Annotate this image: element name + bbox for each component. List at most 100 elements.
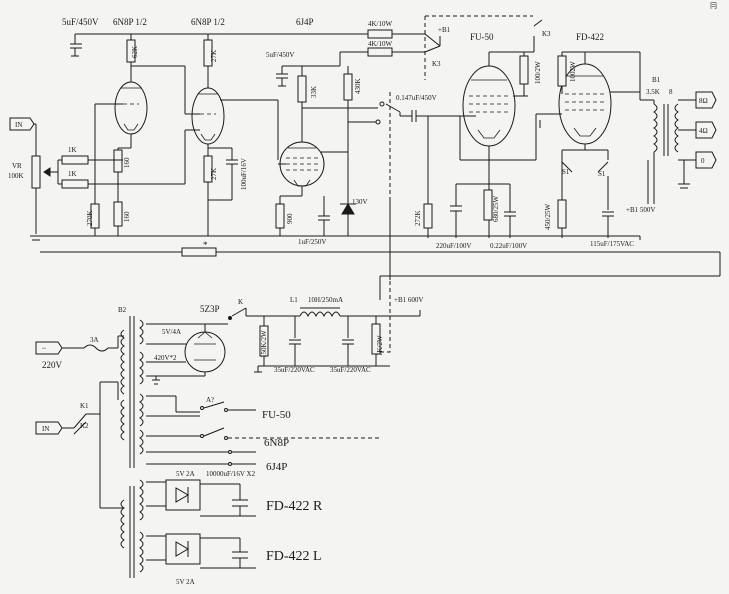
label-tap-8: 8 xyxy=(669,88,673,96)
output-transformer-b1 xyxy=(653,103,679,156)
page-mark: 冃 xyxy=(710,2,717,10)
label-vr: VR xyxy=(12,162,22,170)
speaker-tap-8-ohm xyxy=(695,91,717,109)
resistor-160-b xyxy=(113,201,123,227)
cap-35uf-b xyxy=(342,339,354,345)
label-c0147: 0.147uF/450V xyxy=(396,94,437,102)
label-tube-v2: 6N8P 1/2 xyxy=(191,17,225,27)
mains-connector xyxy=(35,341,63,355)
cap-1uf xyxy=(318,215,330,221)
label-3-5k: 3.5K xyxy=(646,88,660,96)
label-cap-5uf-b: 5uF/450V xyxy=(266,51,294,59)
label-c100uf: 100uF/16V xyxy=(240,158,248,190)
label-mains-v: 220V xyxy=(42,360,63,370)
label-r450: 450/25W xyxy=(544,204,552,230)
speaker-tap-4-ohm xyxy=(695,121,717,139)
cap-115uf xyxy=(602,211,614,217)
label-r100-2w-a: 100/2W xyxy=(534,61,542,84)
resistor-680 xyxy=(483,189,493,221)
cap-10000uf-r xyxy=(232,499,248,507)
cap-022uf xyxy=(504,211,516,217)
label-tap-0: 0 xyxy=(701,157,705,165)
label-r272k: 272K xyxy=(414,210,422,226)
resistor-star xyxy=(181,247,217,257)
power-transformer-b2 xyxy=(120,316,144,578)
label-r33k: 33K xyxy=(310,86,318,98)
label-tube-v5: FD-422 xyxy=(576,32,604,42)
label-k1: K1 xyxy=(80,402,89,410)
resistor-430k xyxy=(343,73,353,101)
cap-220uf xyxy=(450,205,462,212)
zener-130v xyxy=(340,203,356,215)
label-fuse: 3A xyxy=(90,336,99,344)
label-r1k-b: 1K xyxy=(68,170,77,178)
resistor-4k-a xyxy=(367,29,393,39)
resistor-1k-a xyxy=(61,155,89,165)
label-r27k-b: 27K xyxy=(210,168,218,180)
label-cap-5uf-top: 5uF/450V xyxy=(62,17,99,27)
label-r160-b: 160 xyxy=(123,211,131,222)
label-k2: K2 xyxy=(80,422,89,430)
tube-v1 xyxy=(114,81,148,135)
cap-35uf-a xyxy=(289,339,301,345)
label-fd-r: FD-422 R xyxy=(266,499,323,514)
speaker-tap-0 xyxy=(695,151,717,169)
label-r4k-b: 4K/10W xyxy=(368,40,393,48)
potentiometer-vr xyxy=(31,155,51,189)
label-out-6n8p: 6N8P xyxy=(264,437,289,449)
fuse-3a xyxy=(83,344,109,352)
label-k3-a: K3 xyxy=(432,60,441,68)
label-tap-8b: 8Ω xyxy=(699,97,708,105)
tube-v3 xyxy=(279,141,325,187)
label-a: A? xyxy=(206,396,214,404)
resistor-160-a xyxy=(113,149,123,173)
label-c115: 115uF/175VAC xyxy=(590,240,634,248)
label-b1-600: +B1 600V xyxy=(394,296,423,304)
resistor-33k xyxy=(297,75,307,103)
label-r27k-a: 27K xyxy=(210,50,218,62)
label-tube-v4: FU-50 xyxy=(470,32,494,42)
label-r270k: 270K xyxy=(86,210,94,226)
bridge-rectifier-l xyxy=(165,533,201,565)
tube-v4 xyxy=(462,65,516,147)
resistor-272k xyxy=(423,203,433,229)
cap-100uf xyxy=(226,159,238,165)
label-c220: 220uF/100V xyxy=(436,242,471,250)
label-r100-2w-b: 1002W xyxy=(569,61,577,82)
label-hv-420: 420V*2 xyxy=(154,354,177,362)
label-star: * xyxy=(203,240,208,250)
label-b1-right: B1 xyxy=(652,76,661,84)
label-r160-a: 160 xyxy=(123,157,131,168)
input-connector-in xyxy=(9,117,35,131)
label-fd-l: FD-422 L xyxy=(266,549,322,564)
label-r1k2w: 1K/2W xyxy=(376,335,384,356)
label-fil-5v4a: 5V/4A xyxy=(162,328,181,336)
label-b1-500: +B1 500V xyxy=(626,206,655,214)
label-r680: 680/25W xyxy=(492,196,500,222)
label-k: K xyxy=(238,298,243,306)
label-c022: 0.22uF/100V xyxy=(490,242,527,250)
label-v5-2a-bot: 5V 2A xyxy=(176,578,195,586)
label-out-fu50: FU-50 xyxy=(262,409,291,421)
label-k3-b: K3 xyxy=(542,30,551,38)
cap-10000uf-l xyxy=(232,551,248,559)
resistor-100-2w-b xyxy=(557,55,567,87)
label-r4k-a: 4K/10W xyxy=(368,20,393,28)
tube-v2 xyxy=(191,87,225,145)
label-c10000: 10000uF/16V X2 xyxy=(206,470,256,478)
cap-0147uf xyxy=(411,110,417,122)
mains-connector-2 xyxy=(35,421,63,435)
label-tube-v3: 6J4P xyxy=(296,17,314,27)
label-c35a: 35uF/220VAC xyxy=(274,366,315,374)
resistor-100-2w-a xyxy=(519,55,529,85)
label-b2: B2 xyxy=(118,306,127,314)
resistor-450 xyxy=(557,199,567,229)
choke-10h xyxy=(299,307,341,318)
label-b1-top: +B1 xyxy=(438,26,451,34)
label-r62k: 62K xyxy=(131,46,139,58)
label-r900: 900 xyxy=(286,213,294,224)
label-tap-4: 4Ω xyxy=(699,127,708,135)
label-c35b: 35uF/220VAC xyxy=(330,366,371,374)
label-zener: 130V xyxy=(352,198,368,206)
